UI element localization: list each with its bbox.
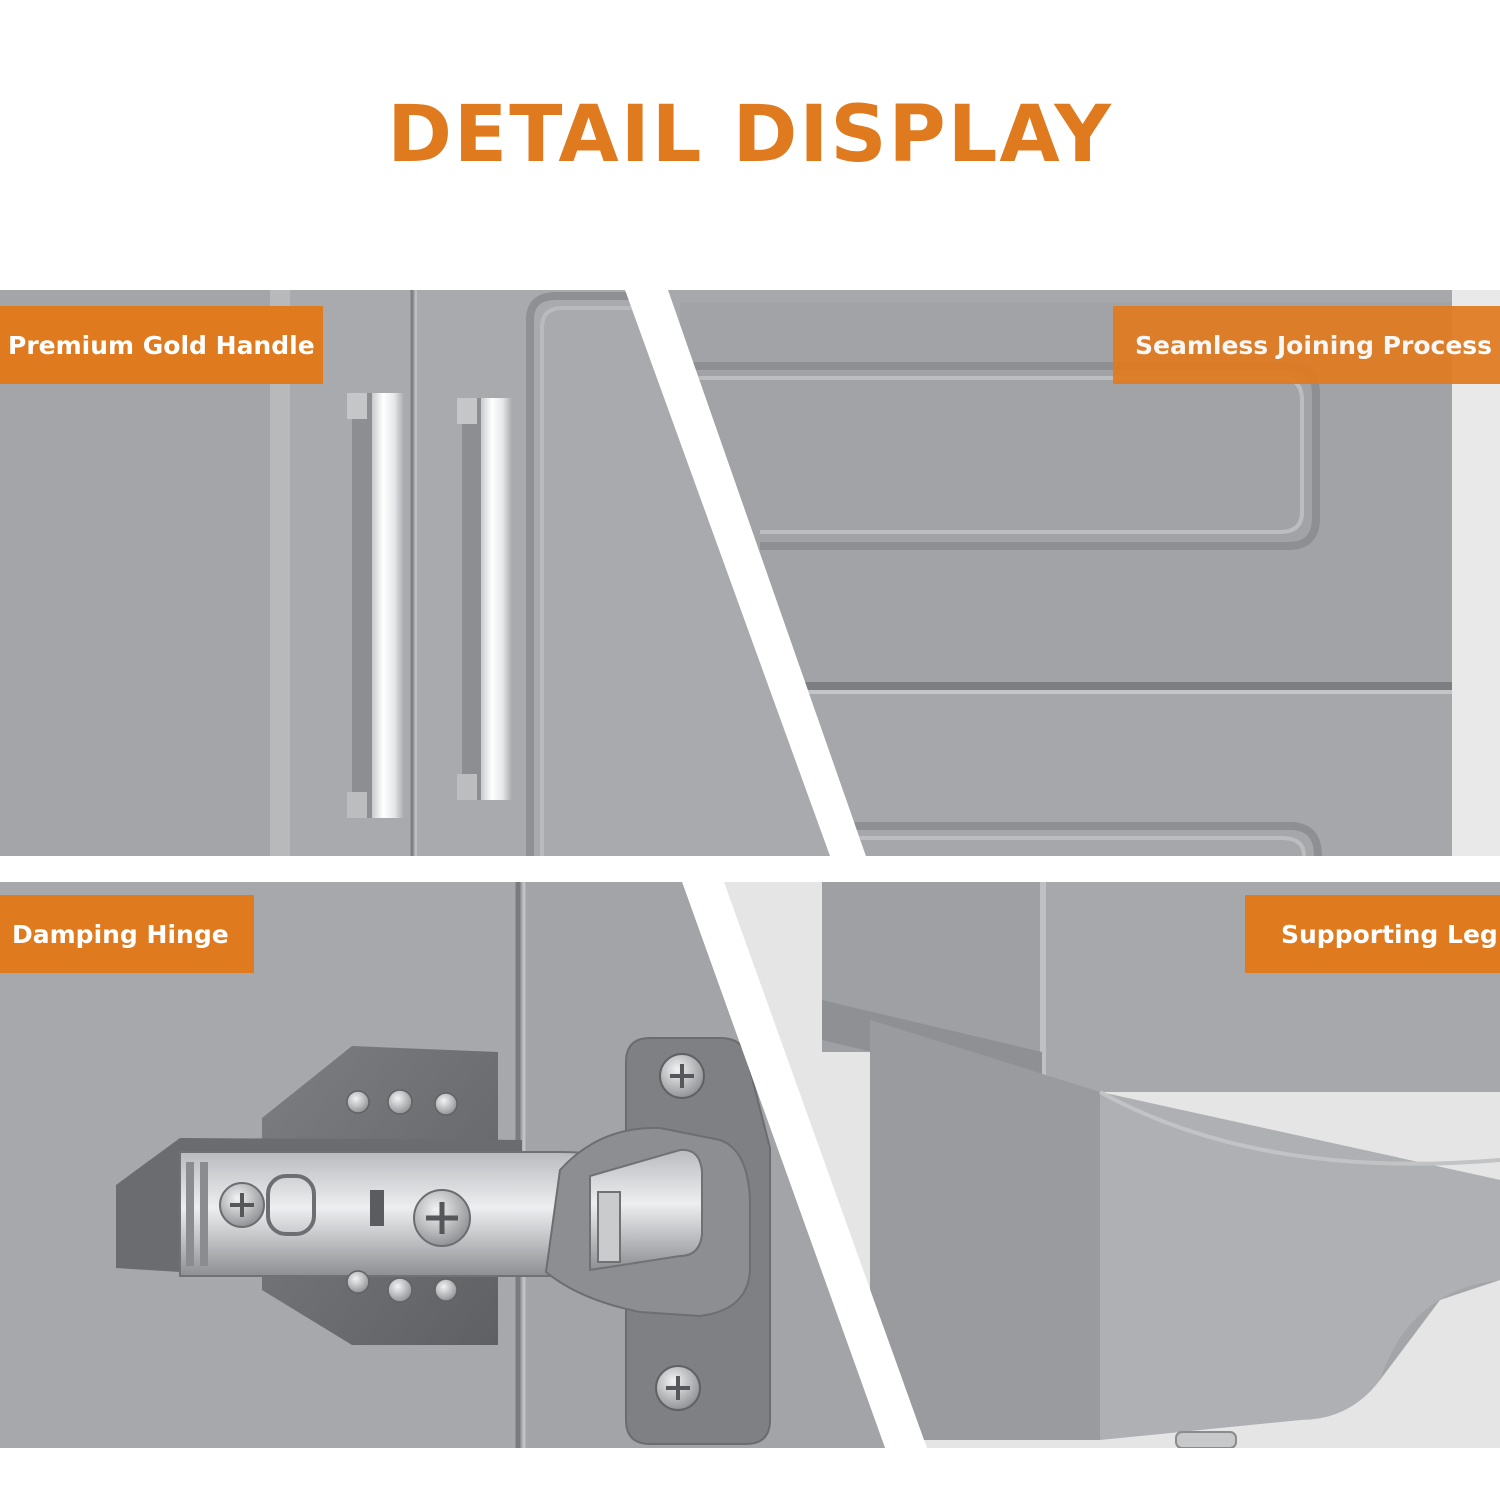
label-text: Supporting Leg [1281, 919, 1498, 949]
label-seamless-joining-process: Seamless Joining Process [1113, 306, 1500, 384]
page-title: DETAIL DISPLAY [387, 90, 1113, 180]
joining-photo [668, 290, 1452, 856]
label-text: Premium Gold Handle [8, 330, 315, 360]
joining-photo-edge [1452, 290, 1500, 856]
label-text: Seamless Joining Process [1135, 330, 1493, 360]
label-damping-hinge: Damping Hinge [0, 895, 254, 973]
leg-photo [724, 882, 1500, 1448]
label-text: Damping Hinge [12, 919, 229, 949]
label-supporting-leg: Supporting Leg [1245, 895, 1500, 973]
label-premium-gold-handle: Premium Gold Handle [0, 306, 323, 384]
